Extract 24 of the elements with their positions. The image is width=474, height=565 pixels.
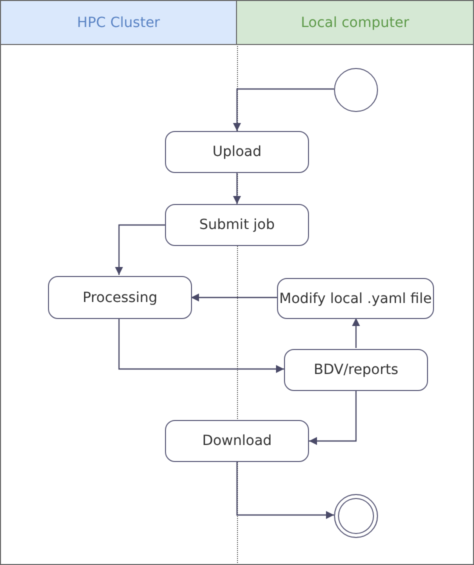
activity-label: Modify local .yaml file bbox=[279, 290, 432, 306]
arrow bbox=[352, 318, 360, 348]
arrow bbox=[309, 390, 357, 445]
activity-box bbox=[284, 349, 428, 391]
activity-label: Submit job bbox=[199, 217, 275, 233]
end-node bbox=[334, 494, 378, 538]
activity-label: Upload bbox=[212, 144, 262, 160]
activity-label: Download bbox=[202, 433, 272, 449]
activity-box bbox=[277, 278, 434, 319]
arrow bbox=[118, 318, 284, 373]
start-node bbox=[334, 68, 378, 112]
activity-box bbox=[165, 420, 309, 462]
activity-box bbox=[165, 204, 309, 246]
arrow bbox=[233, 88, 334, 131]
activity-label: BDV/reports bbox=[314, 362, 398, 378]
activity-box bbox=[165, 131, 309, 173]
arrow bbox=[115, 224, 165, 275]
activity-label: Processing bbox=[82, 290, 158, 306]
arrow bbox=[191, 294, 277, 302]
lane-header: Local computer bbox=[237, 1, 473, 45]
activity-box bbox=[48, 276, 192, 319]
lane-header: HPC Cluster bbox=[1, 1, 237, 45]
arrow bbox=[233, 173, 241, 204]
arrow bbox=[236, 462, 334, 519]
